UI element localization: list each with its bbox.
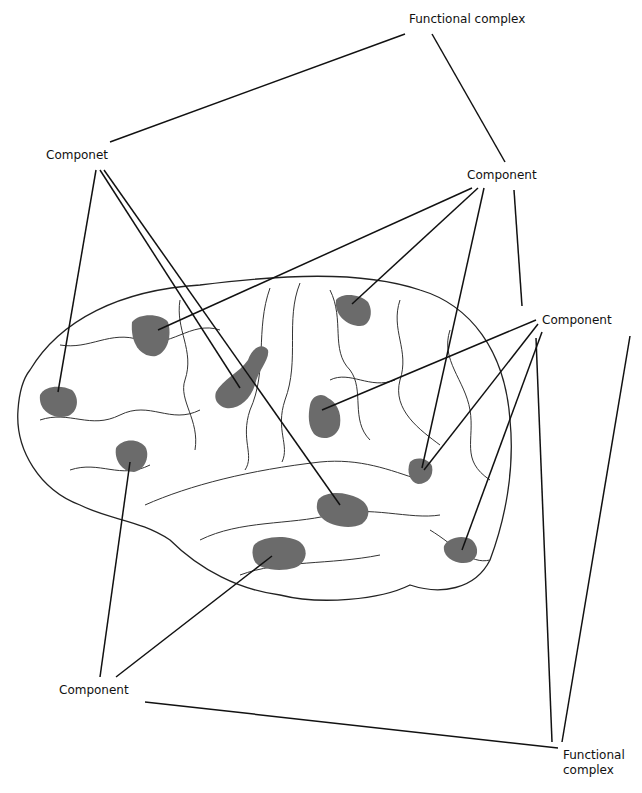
component-label: Component — [541, 313, 613, 328]
complex-label: Functional complex — [562, 748, 638, 778]
activation-patches — [40, 295, 477, 570]
brain-gyri — [40, 283, 490, 575]
component-label: Componet — [45, 148, 109, 163]
brain-outline — [18, 276, 512, 600]
complex-label: Functional complex — [408, 12, 526, 27]
component-label: Component — [58, 683, 130, 698]
component-label: Component — [466, 168, 538, 183]
leader-lines — [58, 34, 630, 748]
